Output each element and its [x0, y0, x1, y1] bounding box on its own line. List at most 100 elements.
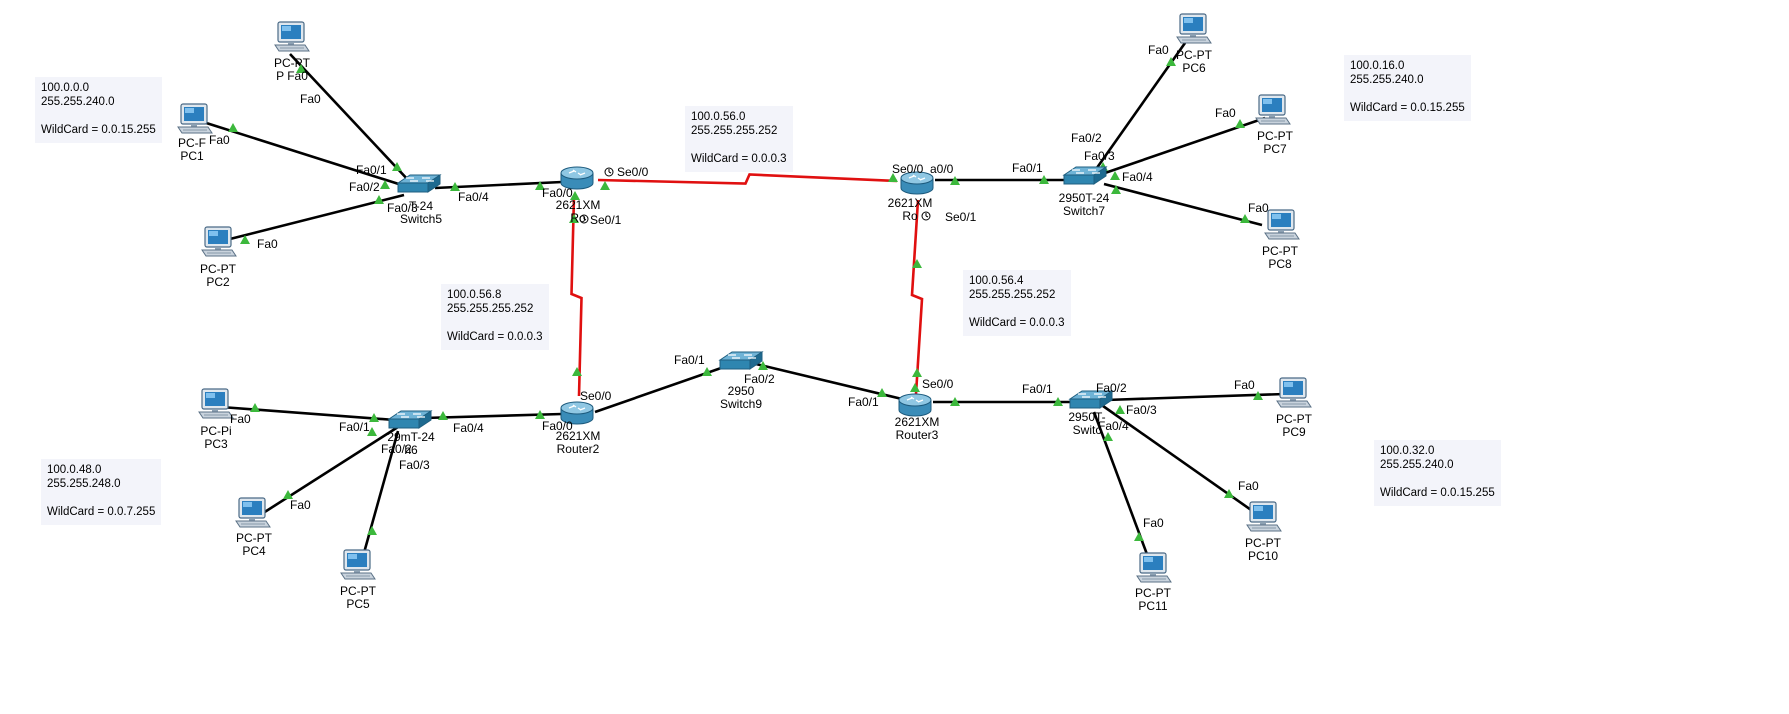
link-pc-top-switch5-ethernet[interactable]: [289, 53, 411, 183]
device-label-line: PC-Pi: [200, 424, 232, 438]
device-label-line: 29mT-24: [387, 430, 435, 444]
link-up-indicator: [450, 182, 460, 191]
note-line: [47, 491, 155, 505]
device-label-line: PC-PT: [1276, 412, 1312, 426]
port-label: Fa0/4: [1122, 170, 1153, 184]
pc-icon[interactable]: [1276, 377, 1312, 408]
link-switch7-pc8-ethernet[interactable]: [1103, 182, 1263, 227]
port-label: Se0/0: [580, 389, 612, 403]
pc-icon[interactable]: [340, 549, 376, 580]
port-label: Fa0/1: [674, 353, 705, 367]
port-label: Fa0/2: [381, 442, 412, 456]
note-line: [1380, 472, 1495, 486]
device-label-line: PC7: [1263, 142, 1287, 156]
device-label-line: PC-PT: [236, 531, 272, 545]
pc-icon[interactable]: [274, 21, 310, 52]
switch-icon[interactable]: [1068, 390, 1114, 409]
switch-icon[interactable]: [396, 174, 442, 193]
port-label: Se0/0: [892, 162, 924, 176]
note-line: WildCard = 0.0.0.3: [691, 153, 787, 165]
link-up-indicator: [283, 490, 293, 499]
switch-icon[interactable]: [387, 410, 433, 429]
link-up-indicator: [1240, 214, 1250, 223]
pc-icon[interactable]: [1246, 501, 1282, 532]
link-router0-router2-serial[interactable]: [570, 195, 583, 397]
port-label: Fa0/4: [1098, 419, 1129, 433]
port-label: a0/0: [930, 162, 954, 176]
device-label-line: PC-PT: [1262, 244, 1298, 258]
port-label: Fa0/1: [339, 420, 370, 434]
link-up-indicator: [1224, 489, 1234, 498]
link-up-indicator: [535, 410, 545, 419]
link-up-indicator: [1053, 397, 1063, 406]
device-label-line: 2950T-: [1068, 410, 1106, 424]
port-label: Fa0/1: [848, 395, 879, 409]
port-label: Fa0/3: [387, 201, 418, 215]
link-pc5-switch6-ethernet[interactable]: [360, 430, 400, 561]
link-up-indicator: [569, 214, 579, 223]
link-pc4-switch6-ethernet[interactable]: [259, 425, 399, 517]
link-router1-router3-serial[interactable]: [910, 199, 924, 395]
link-router2-switch9-ethernet[interactable]: [594, 365, 725, 414]
port-label: Fa0: [1148, 43, 1169, 57]
port-label: Se0/1: [590, 213, 622, 227]
router-icon[interactable]: [900, 171, 934, 195]
pc-icon[interactable]: [1176, 13, 1212, 44]
pc-icon[interactable]: [1255, 94, 1291, 125]
router-icon[interactable]: [560, 401, 594, 425]
port-label: Fa0/1: [1022, 382, 1053, 396]
link-up-indicator: [1134, 532, 1144, 541]
link-switch9-router3-ethernet[interactable]: [755, 362, 903, 401]
port-label: Fa0/1: [1012, 161, 1043, 175]
note-line: 100.0.16.0: [1350, 60, 1405, 72]
device-label-line: 2621XM: [555, 429, 601, 443]
link-switch8-pc9-ethernet[interactable]: [1105, 392, 1286, 402]
device-label-line: PC5: [346, 597, 370, 611]
link-pc2-switch5-ethernet[interactable]: [225, 193, 405, 242]
port-label: Fa0: [290, 498, 311, 512]
link-up-indicator: [570, 191, 580, 200]
link-up-indicator: [877, 388, 887, 397]
port-label: Fa0/0: [542, 186, 573, 200]
link-up-indicator: [296, 64, 306, 73]
pc-icon[interactable]: [201, 226, 237, 257]
device-label-line: PC-PT: [1245, 536, 1281, 550]
link-up-indicator: [758, 361, 768, 370]
note-line: 100.0.56.4: [969, 275, 1024, 287]
pc-icon[interactable]: [1264, 209, 1300, 240]
router-icon[interactable]: [898, 393, 932, 417]
pc-icon[interactable]: [1136, 552, 1172, 583]
link-up-indicator: [1110, 171, 1120, 180]
link-pc3-switch6-ethernet[interactable]: [220, 405, 396, 422]
switch-icon[interactable]: [718, 351, 764, 370]
link-up-indicator: [702, 367, 712, 376]
pc-icon[interactable]: [198, 388, 234, 419]
note-line: [41, 109, 156, 123]
link-up-indicator: [600, 181, 610, 190]
pc-icon[interactable]: [235, 497, 271, 528]
link-up-indicator: [910, 383, 920, 392]
link-router0-router1-serial[interactable]: [597, 173, 898, 185]
device-label-line: PC4: [242, 544, 266, 558]
router-icon[interactable]: [560, 166, 594, 190]
note-line: 255.255.240.0: [41, 96, 115, 108]
pc-icon[interactable]: [177, 103, 213, 134]
switch-icon[interactable]: [1062, 166, 1108, 185]
